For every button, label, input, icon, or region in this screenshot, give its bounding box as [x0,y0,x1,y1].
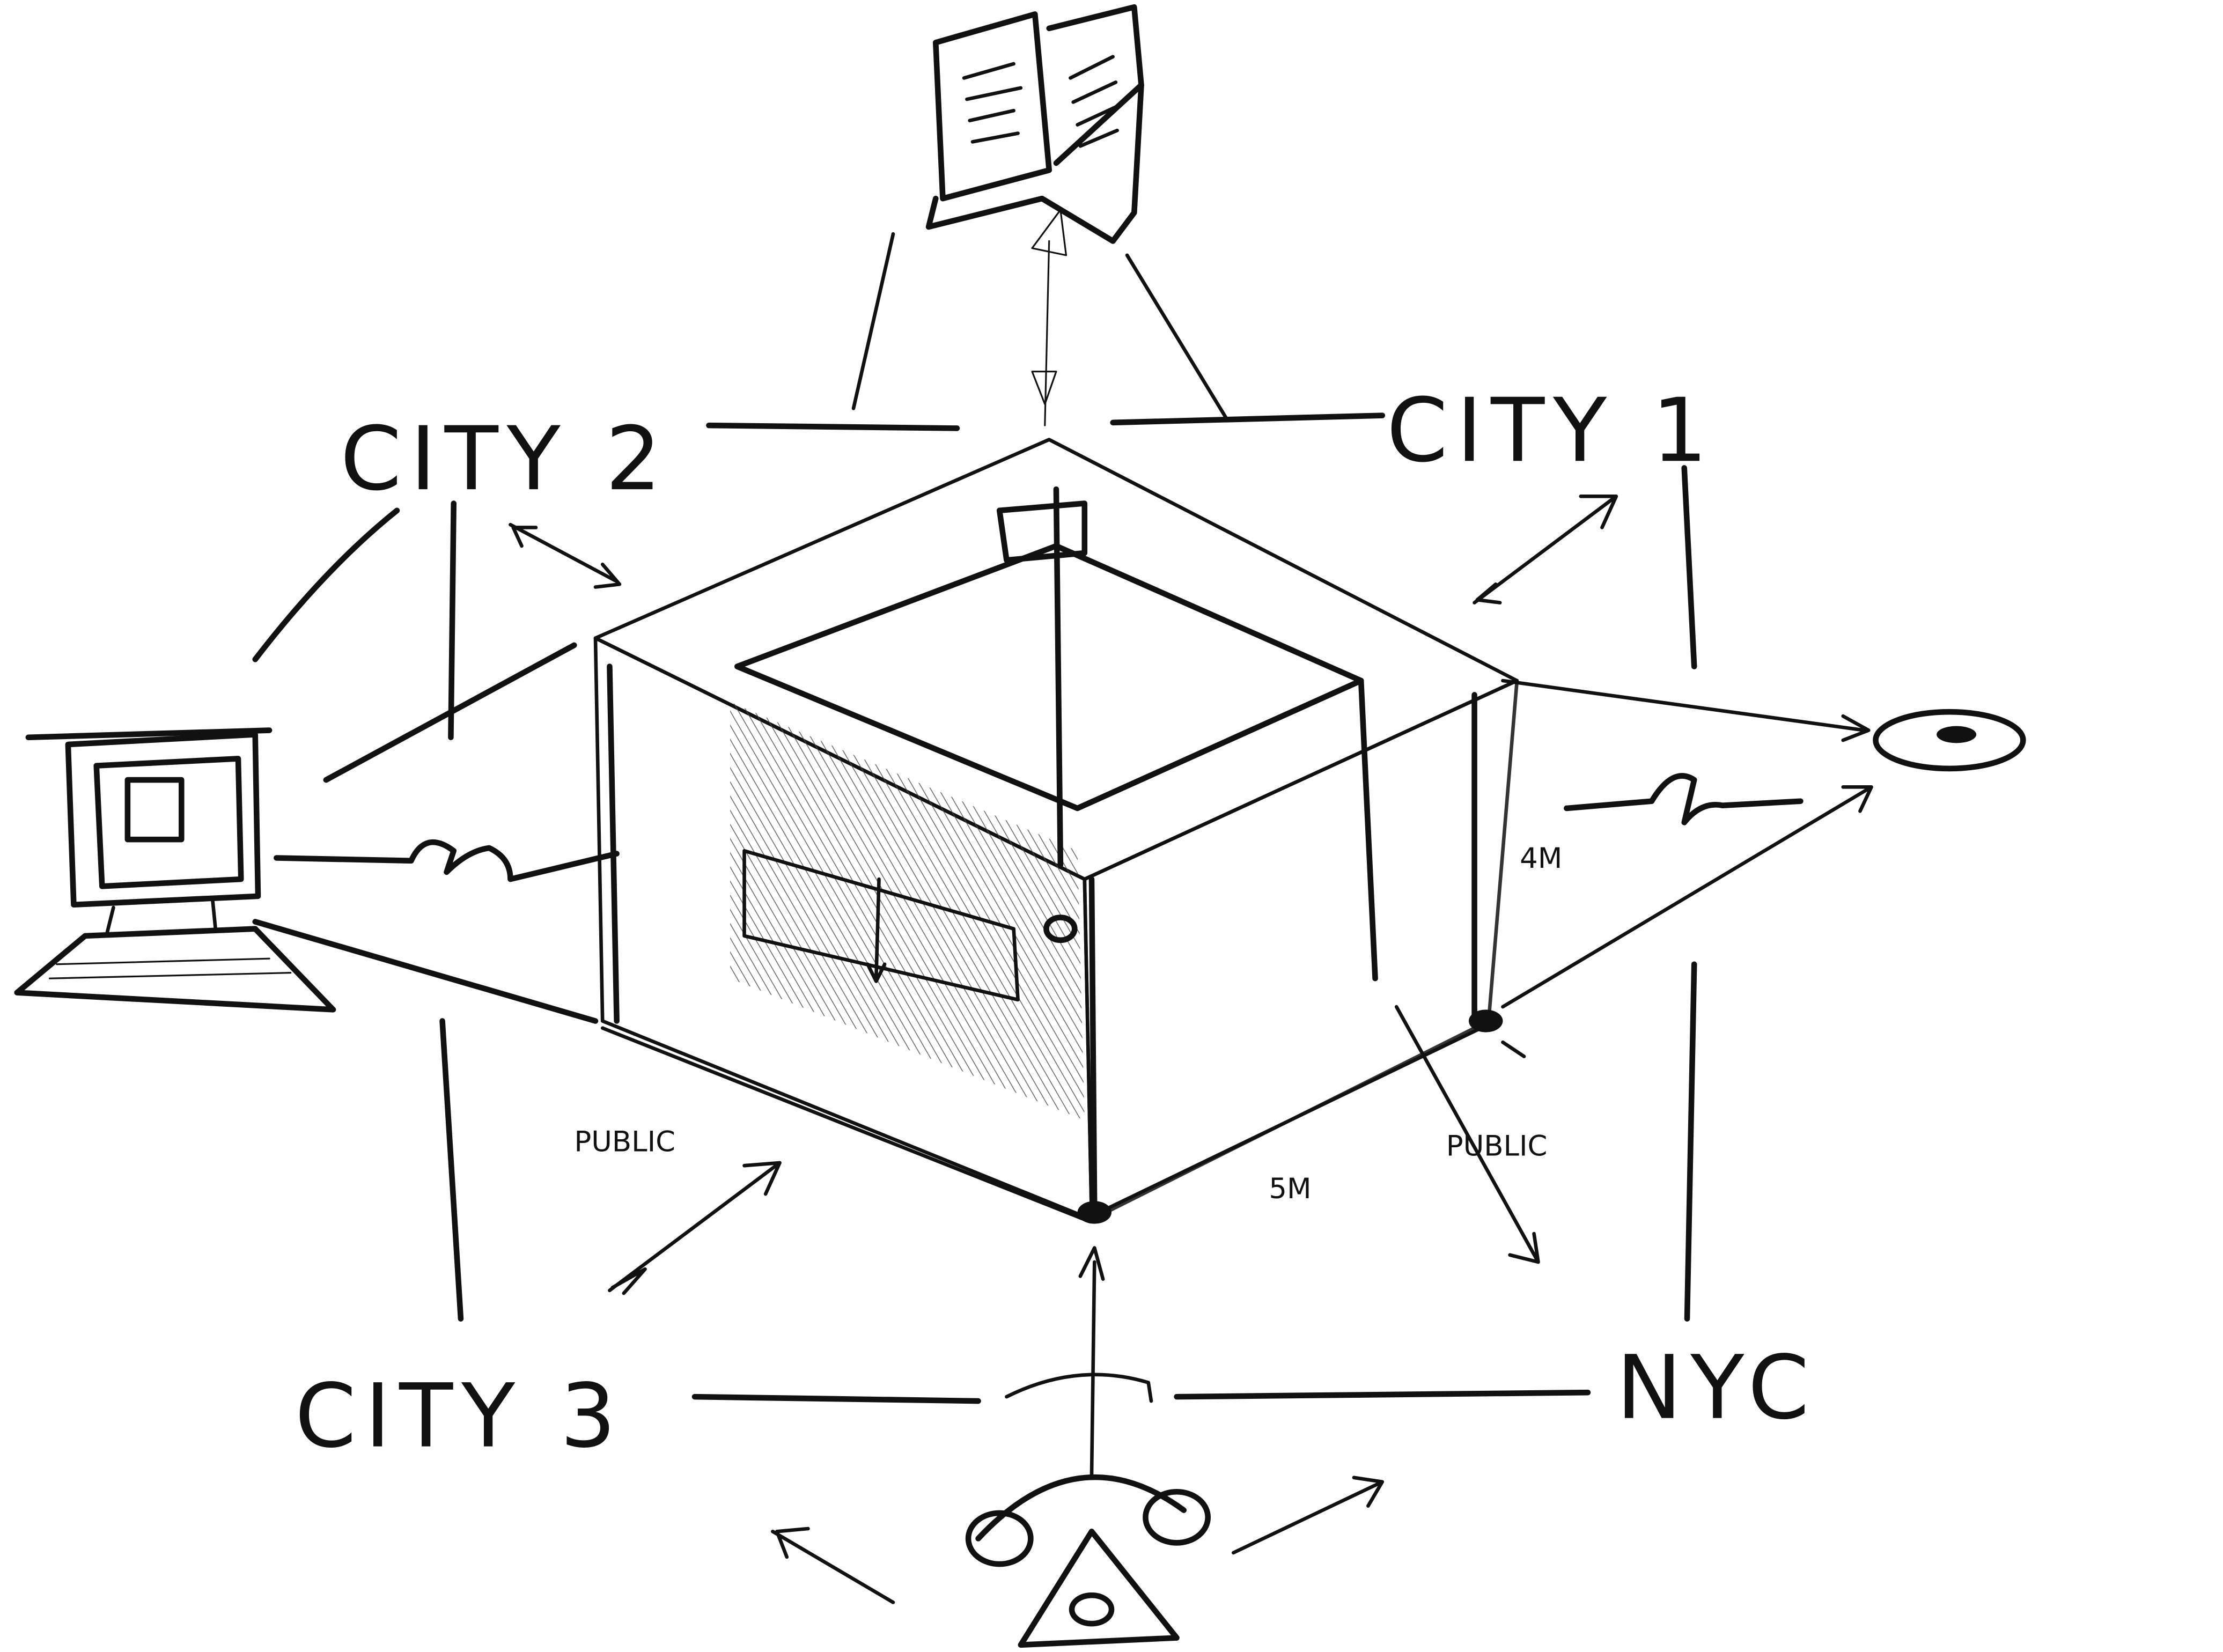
node-label-city-1: CITY 1 [1387,379,1716,482]
annotation-height: 4M [1520,842,1562,875]
connector [1564,773,1804,825]
disc-icon [1873,709,2026,772]
telephone-icon [771,1246,1385,1648]
connector [274,839,620,882]
connector [1501,678,1871,742]
book-icon [851,4,1228,426]
connector [252,919,599,1024]
node-label-city-2: CITY 2 [340,408,669,510]
annotation-width: 5M [1269,1172,1311,1205]
connector [323,642,577,783]
kiosk-box [593,438,1519,1224]
computer-icon [14,727,336,1013]
node-label-nyc: NYC [1616,1337,1818,1439]
annotation-public-left: PUBLIC [574,1126,675,1159]
connector [252,507,400,662]
node-label-city-3: CITY 3 [295,1365,624,1467]
annotation-public-right: PUBLIC [1446,1130,1548,1163]
arrows [509,495,1618,1295]
connector [1501,785,1873,1009]
network-lines [439,412,1697,1404]
